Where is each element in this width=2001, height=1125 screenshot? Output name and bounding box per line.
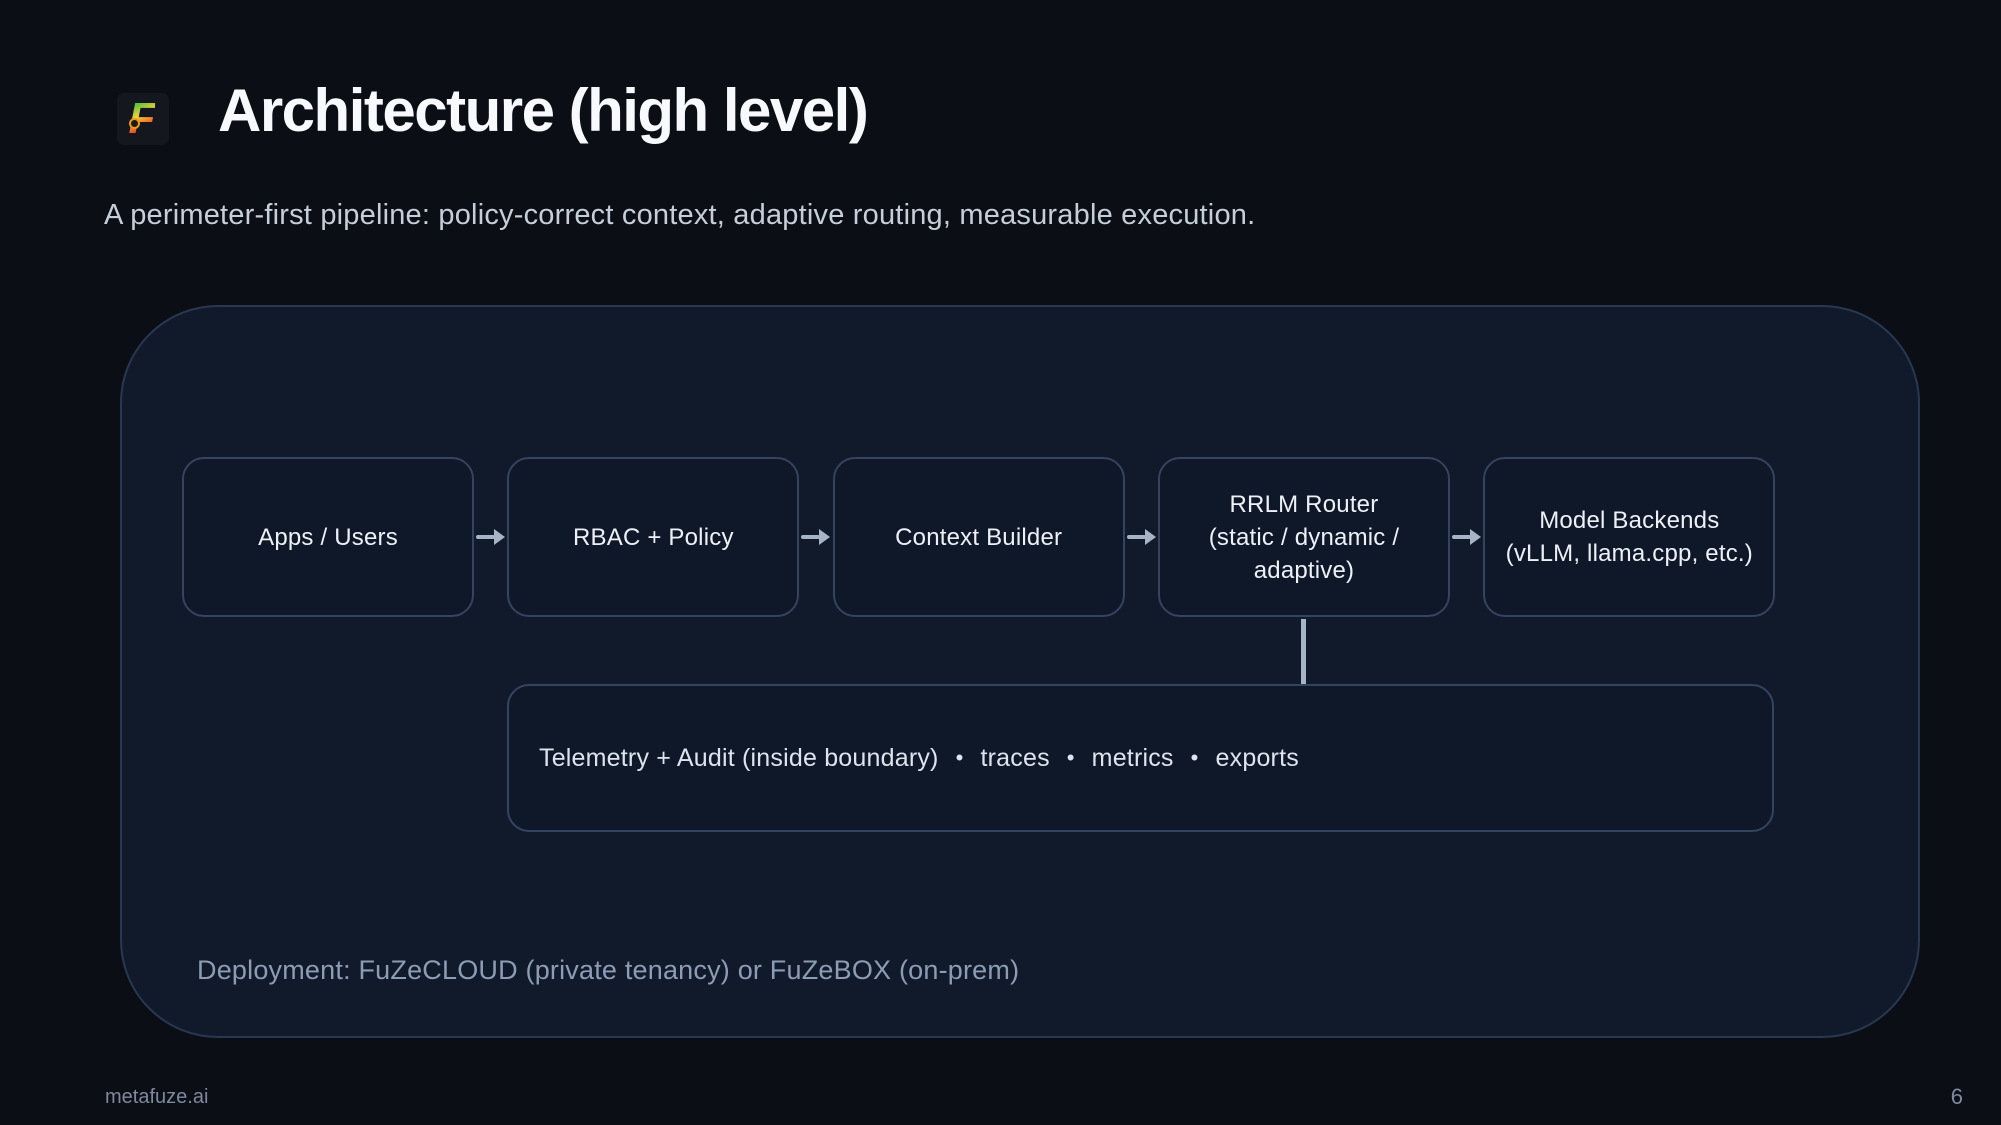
pipeline-node-model-backends: Model Backends (vLLM, llama.cpp, etc.) bbox=[1483, 457, 1776, 617]
page-subtitle: A perimeter-first pipeline: policy-corre… bbox=[104, 199, 1256, 231]
bullet-separator-icon: • bbox=[1066, 744, 1075, 770]
flow-arrow-icon bbox=[799, 457, 832, 617]
telemetry-audit-box: Telemetry + Audit (inside boundary)•trac… bbox=[507, 684, 1774, 832]
node-sublabel: (static / dynamic / adaptive) bbox=[1208, 523, 1400, 584]
node-label: Model Backends bbox=[1539, 507, 1720, 534]
node-label: Apps / Users bbox=[258, 523, 398, 551]
page-title: Architecture (high level) bbox=[218, 77, 869, 144]
telemetry-label: Telemetry + Audit (inside boundary)•trac… bbox=[539, 743, 1299, 772]
footer-site-label: metafuze.ai bbox=[105, 1086, 209, 1108]
bullet-separator-icon: • bbox=[1190, 744, 1199, 770]
metafuze-logo: F bbox=[117, 93, 169, 145]
deployment-note: Deployment: FuZeCLOUD (private tenancy) … bbox=[197, 955, 1020, 985]
node-label: Context Builder bbox=[895, 523, 1063, 551]
architecture-boundary-panel: Apps / Users RBAC + Policy Context Build… bbox=[120, 305, 1920, 1038]
pipeline-row: Apps / Users RBAC + Policy Context Build… bbox=[182, 457, 1776, 617]
telemetry-item-traces: traces bbox=[980, 743, 1050, 772]
flow-arrow-icon bbox=[1450, 457, 1483, 617]
pipeline-node-apps-users: Apps / Users bbox=[182, 457, 474, 617]
node-sublabel: (vLLM, llama.cpp, etc.) bbox=[1505, 540, 1753, 567]
telemetry-item-exports: exports bbox=[1215, 743, 1299, 772]
bullet-separator-icon: • bbox=[955, 744, 964, 770]
pipeline-node-rbac-policy: RBAC + Policy bbox=[507, 457, 800, 617]
telemetry-item-metrics: metrics bbox=[1091, 743, 1174, 772]
page-number: 6 bbox=[1950, 1084, 1963, 1109]
node-label: RRLM Router bbox=[1229, 490, 1379, 518]
pipeline-node-rrlm-router: RRLM Router (static / dynamic / adaptive… bbox=[1157, 457, 1450, 617]
flow-arrow-icon bbox=[474, 457, 507, 617]
logo-dot-icon bbox=[129, 118, 140, 129]
node-label: RBAC + Policy bbox=[573, 523, 734, 551]
pipeline-node-context-builder: Context Builder bbox=[832, 457, 1125, 617]
flow-arrow-icon bbox=[1125, 457, 1158, 617]
